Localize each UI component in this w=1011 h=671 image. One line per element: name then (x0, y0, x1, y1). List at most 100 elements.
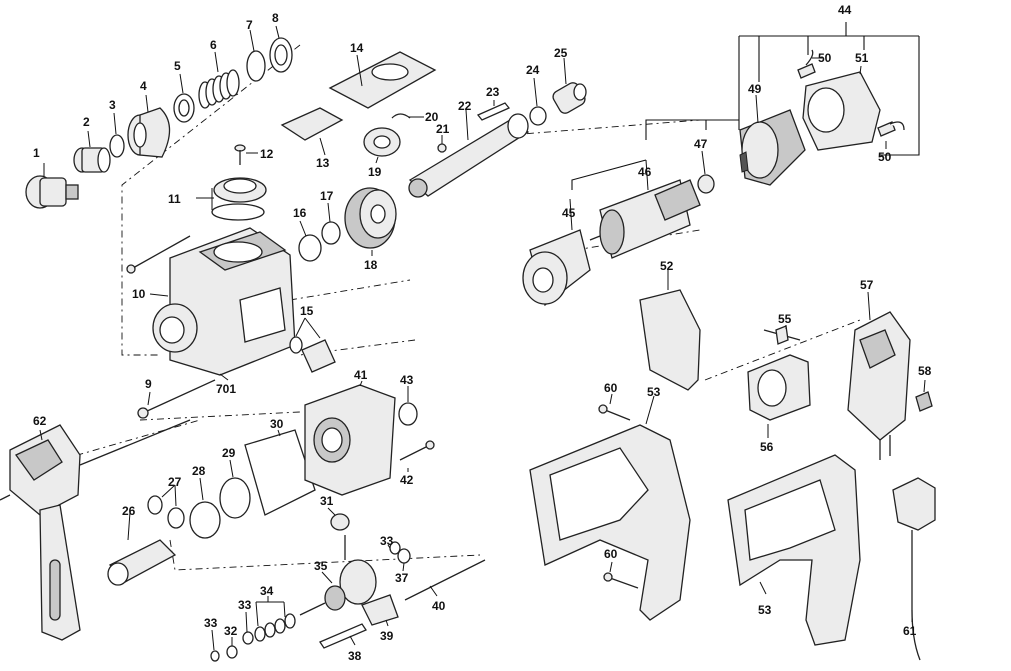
part-5-washer (173, 73, 195, 123)
label-20: 20 (425, 110, 439, 124)
part-25-bearing (552, 57, 587, 114)
label-45: 45 (562, 206, 576, 220)
part-29-ring (219, 459, 251, 519)
part-3-ring (109, 112, 125, 158)
label-33a: 33 (238, 598, 252, 612)
part-1-chuck (25, 163, 79, 209)
label-33c: 33 (380, 534, 394, 548)
part-60-screws (598, 393, 639, 589)
label-12: 12 (260, 147, 274, 161)
label-11: 11 (168, 192, 181, 206)
label-13: 13 (316, 156, 330, 170)
part-28-ring (189, 477, 221, 539)
label-60a: 60 (604, 381, 618, 395)
part-32-washer (226, 637, 238, 659)
part-18-gear (344, 187, 397, 256)
part-58-knob (915, 379, 933, 412)
label-1: 1 (33, 146, 40, 160)
part-26-sleeve (107, 511, 177, 586)
part-10-gear-housing (149, 227, 296, 381)
label-8: 8 (272, 11, 279, 25)
part-53-handle-right (727, 454, 861, 646)
part-17-ring (321, 202, 341, 245)
label-53a: 53 (647, 385, 661, 399)
part-27-washer (147, 484, 185, 529)
part-45-end-cap (522, 198, 591, 307)
part-43-ring (398, 386, 418, 426)
label-3: 3 (109, 98, 116, 112)
label-28: 28 (192, 464, 206, 478)
part-35-armature-gear (299, 535, 377, 616)
part-56-switch-housing (747, 354, 811, 438)
part-61-cable (892, 477, 936, 661)
label-46: 46 (638, 165, 652, 179)
label-49: 49 (748, 82, 762, 96)
label-56: 56 (760, 440, 774, 454)
label-50a: 50 (818, 51, 832, 65)
label-18: 18 (364, 258, 378, 272)
part-41-motor-flange (304, 380, 396, 496)
part-30-gasket (244, 429, 316, 516)
part-46-armature (589, 159, 701, 259)
label-53b: 53 (758, 603, 772, 617)
label-38: 38 (348, 649, 362, 663)
label-5: 5 (174, 59, 181, 73)
label-40: 40 (432, 599, 446, 613)
part-38-spring (319, 623, 367, 649)
label-30: 30 (270, 417, 284, 431)
label-17: 17 (320, 189, 334, 203)
part-51-stator-frame (802, 65, 881, 151)
part-11-cover (196, 177, 267, 221)
label-62: 62 (33, 414, 47, 428)
label-25: 25 (554, 46, 568, 60)
part-14-slider (328, 51, 437, 109)
label-701: 701 (216, 382, 236, 396)
label-31: 31 (320, 494, 334, 508)
part-16-ring (298, 220, 322, 262)
label-47: 47 (694, 137, 708, 151)
label-41: 41 (354, 368, 368, 382)
part-24-ring (529, 77, 547, 126)
part-12-screw (234, 144, 258, 165)
label-6: 6 (210, 38, 217, 52)
label-51: 51 (855, 51, 869, 65)
assembly-outline-lines (59, 44, 861, 571)
part-6-spring (198, 51, 240, 109)
part-8-ring (269, 25, 293, 73)
part-4-collar (127, 94, 171, 158)
label-60b: 60 (604, 547, 618, 561)
part-20-clip (391, 113, 424, 119)
part-22-spindle (408, 109, 530, 198)
label-15: 15 (300, 304, 314, 318)
label-22: 22 (458, 99, 472, 113)
part-57-switch (847, 291, 911, 460)
label-27: 27 (168, 475, 182, 489)
label-42: 42 (400, 473, 414, 487)
label-33b: 33 (204, 616, 218, 630)
part-39-bracket (361, 594, 399, 627)
label-4: 4 (140, 79, 147, 93)
label-55: 55 (778, 312, 792, 326)
label-43: 43 (400, 373, 414, 387)
part-34-washers (254, 596, 296, 642)
label-16: 16 (293, 206, 307, 220)
part-55-contact (763, 325, 801, 345)
part-19-clutch (363, 127, 401, 164)
part-47-bearing (697, 150, 715, 194)
label-52: 52 (660, 259, 674, 273)
label-32: 32 (224, 624, 238, 638)
part-bolt-upper (126, 235, 191, 274)
label-14: 14 (350, 41, 364, 55)
label-2: 2 (83, 115, 90, 129)
part-53-handle-left (529, 395, 691, 621)
label-61: 61 (903, 624, 917, 638)
part-7-ring (246, 29, 266, 82)
part-13-plate (280, 107, 344, 156)
label-26: 26 (122, 504, 136, 518)
label-29: 29 (222, 446, 236, 460)
label-9: 9 (145, 377, 152, 391)
label-19: 19 (368, 165, 382, 179)
part-52-switch-cover (639, 270, 701, 391)
